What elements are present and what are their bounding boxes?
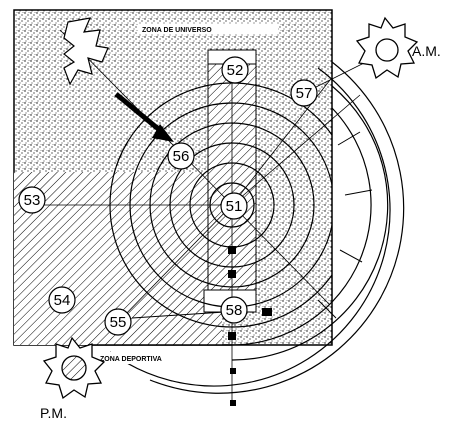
node-56: 56 [167, 142, 195, 170]
zone-bottom-label: ZONA DEPORTIVA [100, 356, 162, 363]
sun-pm-icon [42, 336, 106, 400]
am-label: A.M. [412, 43, 441, 59]
node-53: 53 [18, 186, 46, 214]
node-57: 57 [290, 79, 318, 107]
node-52: 52 [221, 56, 249, 84]
svg-text:55: 55 [110, 314, 127, 331]
svg-text:57: 57 [296, 85, 313, 102]
arc-ticks [317, 131, 373, 319]
arrow-icon [114, 92, 174, 142]
svg-text:58: 58 [226, 302, 243, 319]
svg-text:53: 53 [24, 192, 41, 209]
zone-bottom-label-bg [96, 352, 216, 364]
node-54: 54 [48, 286, 76, 314]
svg-text:54: 54 [54, 292, 71, 309]
zone-top-label: ZONA DE UNIVERSO [142, 27, 212, 34]
leaf-icon [63, 17, 109, 86]
svg-text:56: 56 [173, 148, 190, 165]
pm-label: P.M. [40, 405, 67, 421]
path-markers [228, 246, 272, 406]
svg-text:51: 51 [226, 198, 243, 215]
lower-connector [131, 311, 226, 319]
node-58: 58 [220, 296, 248, 324]
zone-top-label-bg [138, 24, 278, 34]
svg-text:52: 52 [227, 62, 244, 79]
node-51: 51 [220, 192, 248, 220]
node-55: 55 [104, 308, 132, 336]
sun-am-icon [355, 16, 419, 80]
